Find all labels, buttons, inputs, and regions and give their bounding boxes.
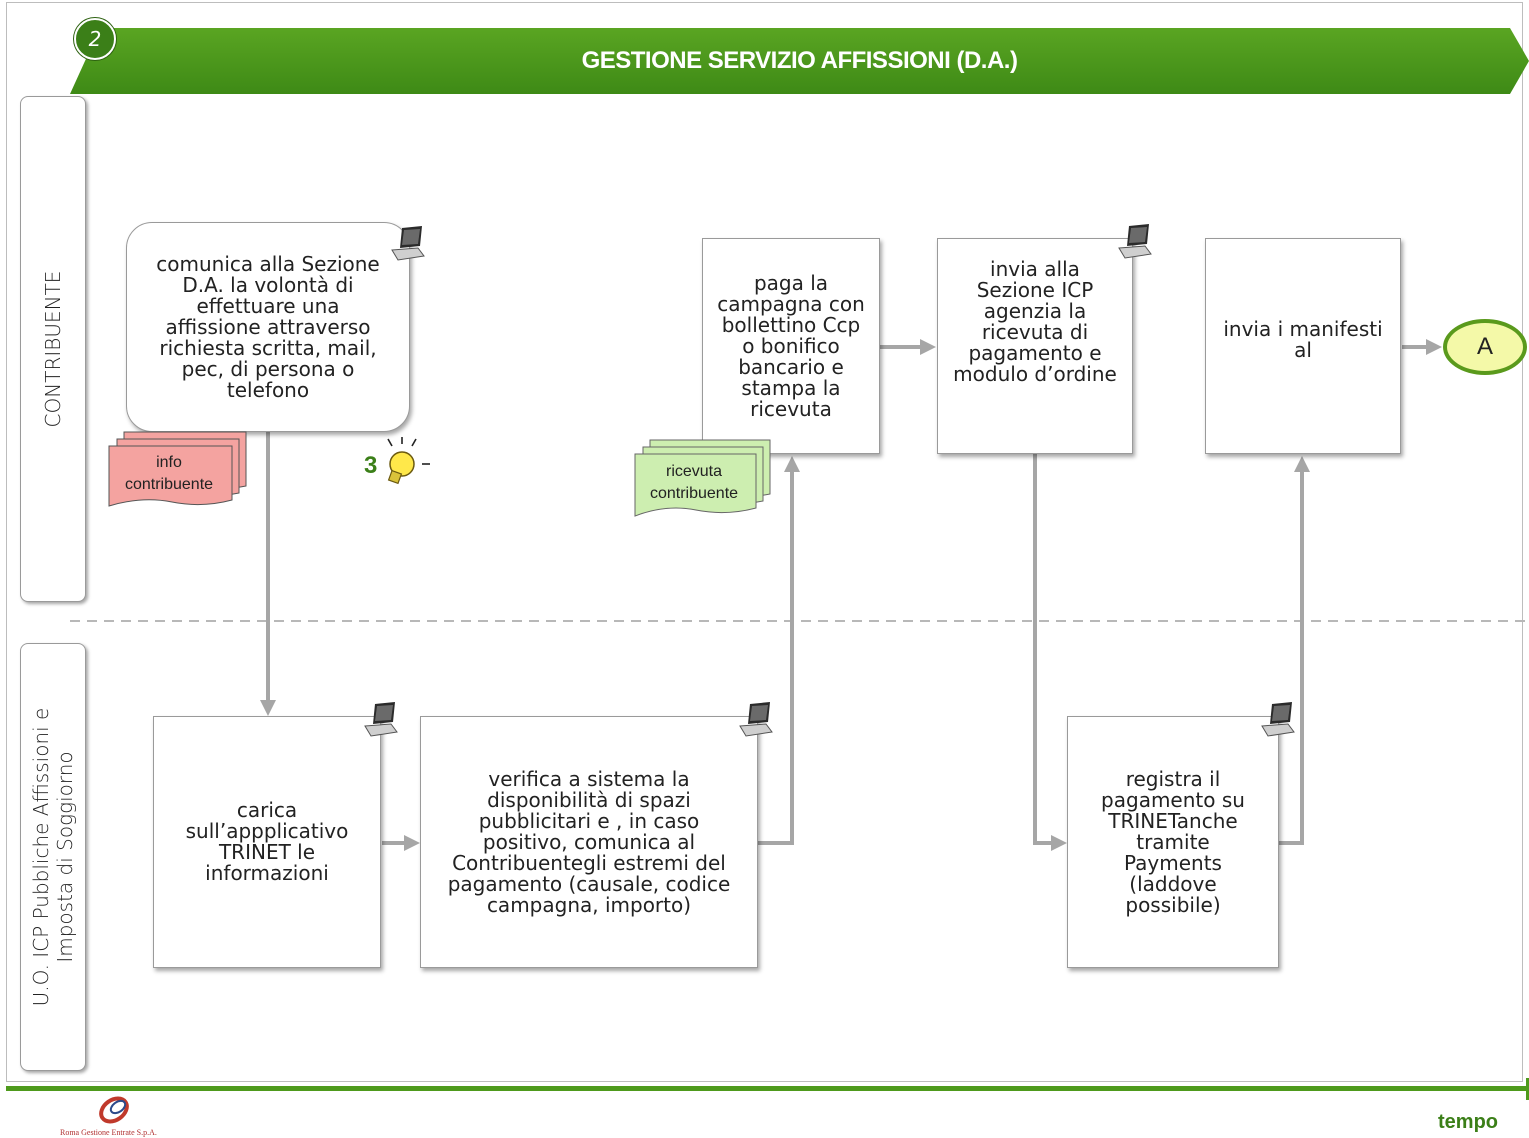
step-carica-line: informazioni bbox=[205, 861, 329, 885]
step-verifica-line: pagamento (causale, codice bbox=[447, 871, 731, 896]
document-ricevuta-contribuente-icon bbox=[634, 439, 771, 517]
document-info-label: info contribuente bbox=[109, 452, 229, 496]
step-paga-line: bancario e bbox=[738, 354, 844, 379]
step-registra-line: TRINETanche bbox=[1108, 808, 1238, 833]
step-carica-line: TRINET le bbox=[218, 840, 316, 864]
step-comunica-line: pec, di persona o bbox=[181, 356, 355, 381]
computer-icon bbox=[1261, 702, 1295, 737]
step-verifica-line: verifica a sistema la bbox=[488, 766, 690, 791]
step-manifesti-line: invia i manifesti bbox=[1223, 317, 1383, 341]
arrow-verifica-paga bbox=[758, 470, 794, 845]
company-logo bbox=[99, 1096, 129, 1124]
step-paga: paga la campagna con bollettino Ccp o bo… bbox=[702, 238, 880, 454]
document-ricevuta-label: ricevuta contribuente bbox=[635, 461, 753, 505]
step-verifica-line: Contribuentegli estremi del bbox=[452, 850, 726, 875]
step-paga-line: bollettino Ccp bbox=[721, 312, 861, 337]
step-invia-line: agenzia la bbox=[983, 299, 1087, 323]
document-ricevuta-line2: contribuente bbox=[649, 485, 739, 502]
step-carica-line: sull’appplicativo bbox=[185, 819, 349, 843]
step-carica: carica sull’appplicativo TRINET le infor… bbox=[153, 716, 381, 968]
step-invia-line: Sezione ICP bbox=[976, 278, 1094, 302]
arrowhead-right bbox=[1051, 835, 1067, 851]
step-registra-line: pagamento su bbox=[1101, 787, 1245, 812]
arrowhead-right bbox=[920, 339, 936, 355]
step-verifica: verifica a sistema la disponibilità di s… bbox=[420, 716, 758, 968]
step-registra-line: possibile) bbox=[1125, 892, 1221, 917]
step-paga-line: o bonifico bbox=[742, 333, 840, 358]
timeline-axis bbox=[6, 1086, 1527, 1091]
step-comunica: comunica alla Sezione D.A. la volontà di… bbox=[126, 222, 410, 432]
step-paga-line: ricevuta bbox=[750, 396, 832, 421]
timeline-label: tempo bbox=[1438, 1111, 1498, 1133]
lightbulb-number: 3 bbox=[364, 452, 378, 479]
step-registra-line: Payments bbox=[1124, 850, 1222, 875]
arrowhead-down bbox=[260, 700, 276, 716]
document-info-line2: contribuente bbox=[124, 476, 214, 493]
step-comunica-line: effettuare una bbox=[196, 293, 340, 318]
arrow-registra-manifesti bbox=[1279, 470, 1304, 845]
company-name: Roma Gestione Entrate S.p.A. bbox=[60, 1128, 157, 1137]
step-paga-line: stampa la bbox=[741, 375, 841, 400]
computer-icon bbox=[739, 702, 773, 737]
step-registra-line: (laddove bbox=[1129, 871, 1217, 896]
step-verifica-line: positivo, comunica al bbox=[482, 829, 696, 854]
step-invia-line: modulo d’ordine bbox=[953, 362, 1117, 386]
lane-label-contribuente: CONTRIBUENTE bbox=[20, 96, 86, 602]
computer-icon bbox=[364, 702, 398, 737]
step-registra-line: registra il bbox=[1125, 766, 1221, 791]
step-comunica-line: D.A. la volontà di bbox=[182, 272, 354, 297]
step-verifica-line: campagna, importo) bbox=[486, 892, 692, 917]
step-manifesti-line: al bbox=[1294, 338, 1312, 362]
step-paga-line: paga la bbox=[753, 270, 829, 295]
arrowhead-up bbox=[1294, 456, 1310, 472]
document-ricevuta-line1: ricevuta bbox=[665, 463, 723, 480]
step-comunica-line: telefono bbox=[226, 377, 310, 402]
step-registra: registra il pagamento su TRINETanche tra… bbox=[1067, 716, 1279, 968]
diagram-frame bbox=[6, 2, 1523, 1082]
step-invia-line: invia alla bbox=[990, 257, 1080, 281]
step-carica-line: carica bbox=[236, 798, 298, 822]
arrowhead-up bbox=[784, 456, 800, 472]
step-registra-line: tramite bbox=[1136, 829, 1210, 854]
step-paga-line: campagna con bbox=[717, 291, 865, 316]
title-banner bbox=[70, 28, 1529, 94]
computer-icon bbox=[1118, 224, 1152, 259]
step-verifica-line: disponibilità di spazi bbox=[487, 787, 691, 812]
lightbulb-icon bbox=[387, 437, 430, 485]
document-info-line1: info bbox=[156, 454, 182, 471]
timeline-arrowhead bbox=[1526, 1078, 1529, 1100]
document-info-contribuente-icon bbox=[108, 431, 247, 507]
step-comunica-line: richiesta scritta, mail, bbox=[159, 335, 377, 360]
step-invia-line: ricevuta di bbox=[981, 320, 1089, 344]
step-comunica-line: comunica alla Sezione bbox=[156, 251, 380, 276]
arrowhead-right bbox=[1426, 339, 1442, 355]
step-invia-ricevuta: invia alla Sezione ICP agenzia la ricevu… bbox=[937, 238, 1133, 454]
step-number-badge: 2 bbox=[74, 18, 116, 60]
step-comunica-line: affissione attraverso bbox=[165, 314, 371, 339]
arrow-invia-registra bbox=[1033, 454, 1053, 845]
lane-label-uo-icp: U.O. ICP Pubbliche Affissioni e Imposta … bbox=[20, 643, 86, 1071]
arrowhead-right bbox=[404, 835, 420, 851]
computer-icon bbox=[391, 226, 425, 261]
diagram-title: GESTIONE SERVIZIO AFFISSIONI (D.A.) bbox=[581, 47, 1018, 74]
step-verifica-line: pubblicitari e , in caso bbox=[478, 808, 700, 833]
connector-a: A bbox=[1443, 319, 1527, 375]
step-invia-manifesti: invia i manifesti al bbox=[1205, 238, 1401, 454]
step-invia-line: pagamento e bbox=[968, 341, 1102, 365]
